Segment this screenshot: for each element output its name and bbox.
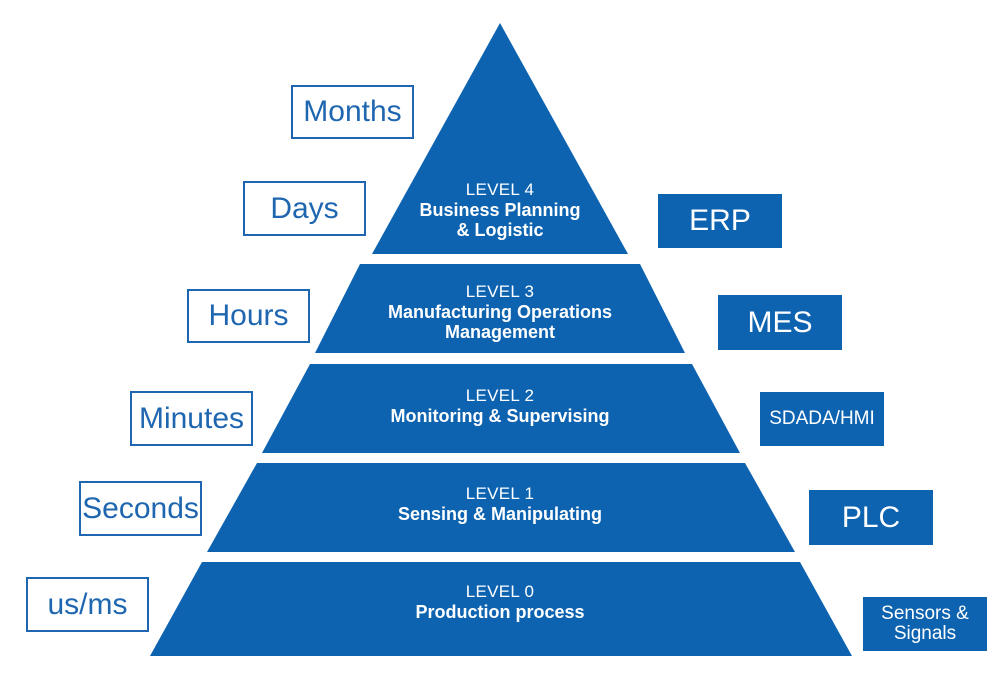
system-mes: MES — [718, 295, 842, 350]
level-2-title-line1: Monitoring & Supervising — [390, 406, 610, 426]
level-3-title-line1: Manufacturing Operations — [387, 302, 612, 322]
pyramid-level-2-shape — [262, 364, 740, 453]
level-4-title-line1: Business Planning — [419, 200, 581, 220]
timescale-months: Months — [291, 85, 414, 139]
level-2-label: LEVEL 2 Monitoring & Supervising — [330, 386, 670, 426]
level-3-number: LEVEL 3 — [465, 282, 535, 301]
level-1-label: LEVEL 1 Sensing & Manipulating — [330, 484, 670, 524]
system-plc-label: PLC — [841, 500, 901, 534]
timescale-days: Days — [243, 181, 366, 236]
timescale-hours: Hours — [187, 289, 310, 343]
timescale-minutes: Minutes — [130, 391, 253, 446]
system-plc: PLC — [809, 490, 933, 545]
system-scada-hmi-label: SDADA/HMI — [769, 408, 875, 429]
level-0-title-line1: Production process — [415, 602, 585, 622]
level-4-number: LEVEL 4 — [465, 180, 535, 199]
pyramid-level-0-shape — [150, 562, 852, 656]
level-1-number: LEVEL 1 — [465, 484, 535, 503]
system-sensors-signals-line2: Signals — [893, 623, 957, 644]
level-1-title-line1: Sensing & Manipulating — [397, 504, 602, 524]
system-erp-label: ERP — [689, 204, 751, 237]
system-erp: ERP — [658, 194, 782, 248]
system-scada-hmi: SDADA/HMI — [760, 392, 884, 446]
timescale-seconds: Seconds — [79, 481, 202, 536]
level-3-label: LEVEL 3 Manufacturing Operations Managem… — [340, 282, 660, 342]
level-3-title-line2: Management — [444, 322, 556, 342]
pyramid-level-1-shape — [207, 463, 795, 552]
system-sensors-signals: Sensors & Signals — [863, 597, 987, 651]
level-4-label: LEVEL 4 Business Planning & Logistic — [380, 180, 620, 240]
pyramid-level-3-shape — [315, 264, 685, 353]
system-mes-label: MES — [747, 305, 813, 339]
system-sensors-signals-line1: Sensors & — [881, 603, 969, 624]
pyramid-level-4-shape — [372, 23, 628, 254]
timescale-us-ms: us/ms — [26, 577, 149, 632]
level-0-number: LEVEL 0 — [465, 582, 535, 601]
level-2-number: LEVEL 2 — [465, 386, 535, 405]
level-0-label: LEVEL 0 Production process — [330, 582, 670, 622]
level-4-title-line2: & Logistic — [456, 220, 544, 240]
